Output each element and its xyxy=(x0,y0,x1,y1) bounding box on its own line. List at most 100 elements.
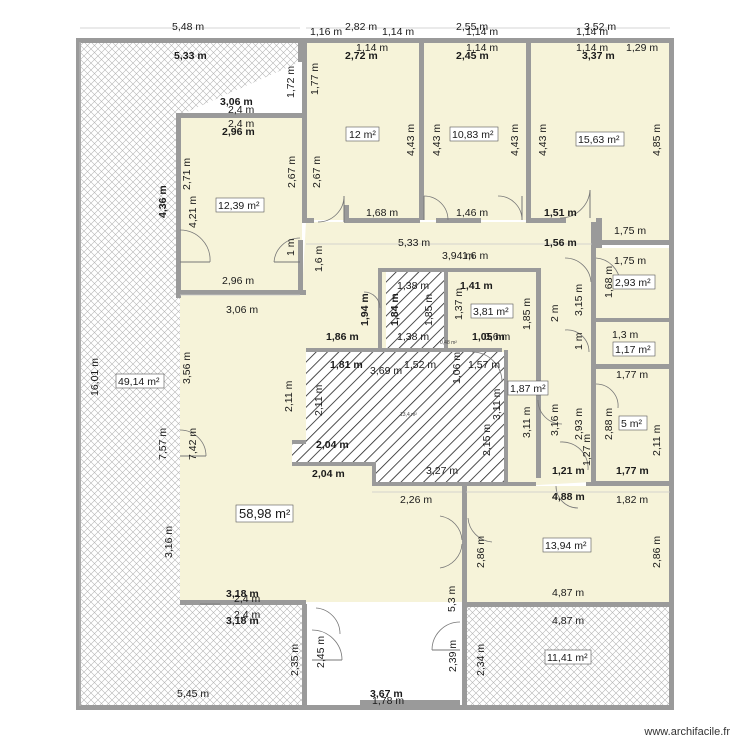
dim-label: 2,4 m xyxy=(228,118,255,130)
dim-label: 2,39 m xyxy=(447,640,459,672)
dim-label: 3,52 m xyxy=(584,21,616,33)
dim-label: 1,56 m xyxy=(544,237,577,249)
area-187: 1,87 m² xyxy=(510,383,546,395)
dim-label: 1,29 m xyxy=(626,42,658,54)
dim-label: 2,93 m xyxy=(573,408,585,440)
dim-label: 4,43 m xyxy=(537,124,549,156)
dim-label: 2,96 m xyxy=(222,126,255,138)
dim-label: 1,72 m xyxy=(285,66,297,98)
dim-label: 1,85 m xyxy=(521,298,533,330)
dim-label: 3,18 m xyxy=(226,615,259,627)
dim-label: 2,96 m xyxy=(222,275,254,287)
dim-label: 1,78 m xyxy=(372,695,404,707)
dim-label: 3,11 m xyxy=(491,388,503,420)
dim-label: 2 m xyxy=(549,304,561,322)
stairwell xyxy=(292,352,504,484)
dim-label: 5,48 m xyxy=(172,21,204,33)
dim-label: 2,55 m xyxy=(456,21,488,33)
dimension-labels-vertical: 1,72 m 1,77 m 4,43 m 4,43 m 4,43 m 4,43 … xyxy=(89,63,663,676)
dim-label: 2,4 m xyxy=(234,609,261,621)
area-labels: 12 m² 10,83 m² 15,63 m² 12,39 m² 2,93 m²… xyxy=(115,126,656,665)
dim-label: 1,46 m xyxy=(456,207,488,219)
dim-label: 2,26 m xyxy=(400,494,432,506)
dim-label: 2,72 m xyxy=(345,50,378,62)
area-293: 2,93 m² xyxy=(615,277,651,289)
dim-label: 3,11 m xyxy=(521,406,533,438)
dim-label: 3,06 m xyxy=(226,304,258,316)
dim-label: 2,04 m xyxy=(312,468,345,480)
dim-label: 0,6 m xyxy=(484,331,511,343)
dim-label: 2,71 m xyxy=(181,158,193,190)
area-1083: 10,83 m² xyxy=(452,129,494,141)
dim-label: 2,45 m xyxy=(456,50,489,62)
dim-label: 2,86 m xyxy=(651,536,663,568)
dim-label: 1,77 m xyxy=(616,465,649,477)
dim-label: 1,81 m xyxy=(330,359,363,371)
area-1239: 12,39 m² xyxy=(218,200,260,212)
dim-label: 1,85 m xyxy=(423,294,435,326)
doors xyxy=(179,189,621,661)
dim-label: 1,77 m xyxy=(616,369,648,381)
dim-label: 1,86 m xyxy=(326,331,359,343)
dim-label: 2,11 m xyxy=(283,380,295,412)
dim-label: 1,6 m xyxy=(313,245,325,272)
dim-label: 4,36 m xyxy=(157,185,169,218)
dim-label: 2,11 m xyxy=(651,424,663,456)
dim-label: 1,41 m xyxy=(460,280,493,292)
dim-label: 3,56 m xyxy=(181,352,193,384)
dim-label: 3,94 m xyxy=(442,250,474,262)
dim-label: 2,34 m xyxy=(475,644,487,676)
terrace-bottom-left xyxy=(80,604,305,706)
dim-label: 1,68 m xyxy=(603,266,615,298)
dim-label: 1,94 m xyxy=(359,293,371,326)
dim-label: 1,37 m xyxy=(453,288,465,320)
dim-label: 4,21 m xyxy=(187,196,199,228)
dimension-lines xyxy=(79,27,670,706)
dim-label: 5,33 m xyxy=(398,237,430,249)
dim-label: 1,38 m xyxy=(397,280,429,292)
dim-label: 1,82 m xyxy=(616,494,648,506)
area-4914: 49,14 m² xyxy=(118,376,160,388)
dim-label: 1,38 m xyxy=(397,331,429,343)
dim-label: 4,43 m xyxy=(405,124,417,156)
dim-label: 3,27 m xyxy=(426,465,458,477)
dim-label: 1 m xyxy=(285,238,297,256)
dim-label: 2,67 m xyxy=(286,156,298,188)
dim-label: 4,43 m xyxy=(431,124,443,156)
area-1394: 13,94 m² xyxy=(545,540,587,552)
dim-label: 3,67 m xyxy=(370,688,403,700)
dim-label: 1,05 m xyxy=(472,331,505,343)
dim-label: 1,21 m xyxy=(552,465,585,477)
dim-label: 1,68 m xyxy=(366,207,398,219)
stair-small xyxy=(386,272,444,348)
tiny-area-b: 13,4 m² xyxy=(400,412,417,418)
tiny-area-a: 0,48 m² xyxy=(440,340,457,346)
dim-label: 1,14 m xyxy=(466,26,498,38)
dim-label: 1,16 m xyxy=(310,26,342,38)
area-12: 12 m² xyxy=(349,129,376,141)
dim-label: 2,4 m xyxy=(234,593,261,605)
dim-label: 2,11 m xyxy=(313,384,325,416)
dimension-labels: 5,48 m 1,16 m 2,82 m 1,14 m 2,55 m 1,14 … xyxy=(172,21,658,707)
dim-label: 3,16 m xyxy=(163,526,175,558)
dim-label: 7,57 m xyxy=(157,428,169,460)
dim-label: 7,42 m xyxy=(187,428,199,460)
dim-label: 16,01 m xyxy=(89,358,101,396)
area-5: 5 m² xyxy=(621,418,643,430)
dim-label: 4,43 m xyxy=(509,124,521,156)
dim-label: 1,14 m xyxy=(576,42,608,54)
dim-label: 2,35 m xyxy=(289,644,301,676)
dim-label: 5,3 m xyxy=(446,585,458,612)
walls xyxy=(76,38,674,710)
dim-label: 3,16 m xyxy=(549,404,561,436)
area-1141: 11,41 m² xyxy=(547,652,588,664)
dim-label: 2,88 m xyxy=(603,408,615,440)
dim-label: 2,04 m xyxy=(316,439,349,451)
dim-label: 3,18 m xyxy=(226,588,259,600)
dim-label: 1,84 m xyxy=(389,293,401,326)
dim-label: 4,88 m xyxy=(552,491,585,503)
dim-label: 1,14 m xyxy=(576,26,608,38)
dim-label: 1,75 m xyxy=(614,225,646,237)
area-117: 1,17 m² xyxy=(615,344,651,356)
